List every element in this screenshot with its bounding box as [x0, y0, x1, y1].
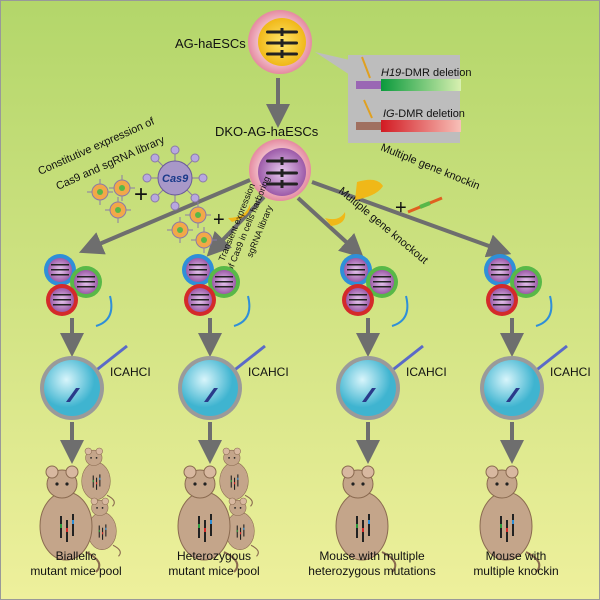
cas9-icon [142, 145, 208, 211]
spindle-icon [362, 388, 376, 402]
donor-insert-icon [419, 201, 431, 209]
column-label-line2: multiple knockin [473, 564, 558, 578]
column-label-line1: Mouse with [486, 549, 547, 563]
cas9-protein-icon [325, 212, 346, 226]
column-label-line1: Mouse with multiple [319, 549, 425, 563]
h19-dmr-label: H19-DMR deletion [381, 67, 472, 79]
injection-needle-icon [93, 344, 128, 374]
cas9-protein-icon [355, 179, 383, 200]
spindle-icon [66, 388, 80, 402]
scissors-icon [363, 99, 373, 119]
curved-arrow [95, 295, 113, 327]
scissors-icon [361, 56, 371, 79]
ig-dmr-label: IG-DMR deletion [383, 108, 465, 120]
cas9-protein-icon [228, 204, 251, 222]
spindle-icon [506, 388, 520, 402]
column-label-line1: Biallelic [56, 549, 97, 563]
oocyte [44, 360, 100, 416]
curved-arrow [391, 295, 409, 327]
injection-needle-icon [231, 344, 266, 374]
plus-sign: + [395, 197, 407, 219]
column-label-line2: heterozygous mutations [308, 564, 435, 578]
injection-needle-icon [533, 344, 568, 374]
curved-arrow [535, 295, 553, 327]
icahci-label: ICAHCI [406, 365, 447, 379]
icahci-label: ICAHCI [248, 365, 289, 379]
oocyte [340, 360, 396, 416]
curved-arrow [233, 295, 251, 327]
injection-needle-icon [389, 344, 424, 374]
cas9-label: Cas9 [162, 173, 189, 185]
dmr-deletion-callout [315, 52, 461, 143]
column-label-line1: Heterozygous [177, 549, 251, 563]
spindle-icon [204, 388, 218, 402]
ag-haescs-label: AG-haESCs [175, 36, 246, 51]
oocyte [182, 360, 238, 416]
dko-ag-haescs-label: DKO-AG-haESCs [215, 124, 319, 139]
ag-haesc-cell [248, 10, 312, 74]
branch-arrows [78, 178, 512, 259]
column-label-line2: mutant mice pool [168, 564, 259, 578]
column-label-line2: mutant mice pool [30, 564, 121, 578]
plus-sign: + [213, 209, 225, 231]
icahci-label: ICAHCI [550, 365, 591, 379]
dko-haesc-cell [249, 139, 311, 201]
oocyte [484, 360, 540, 416]
plus-sign: + [134, 181, 148, 208]
icahci-label: ICAHCI [110, 365, 151, 379]
